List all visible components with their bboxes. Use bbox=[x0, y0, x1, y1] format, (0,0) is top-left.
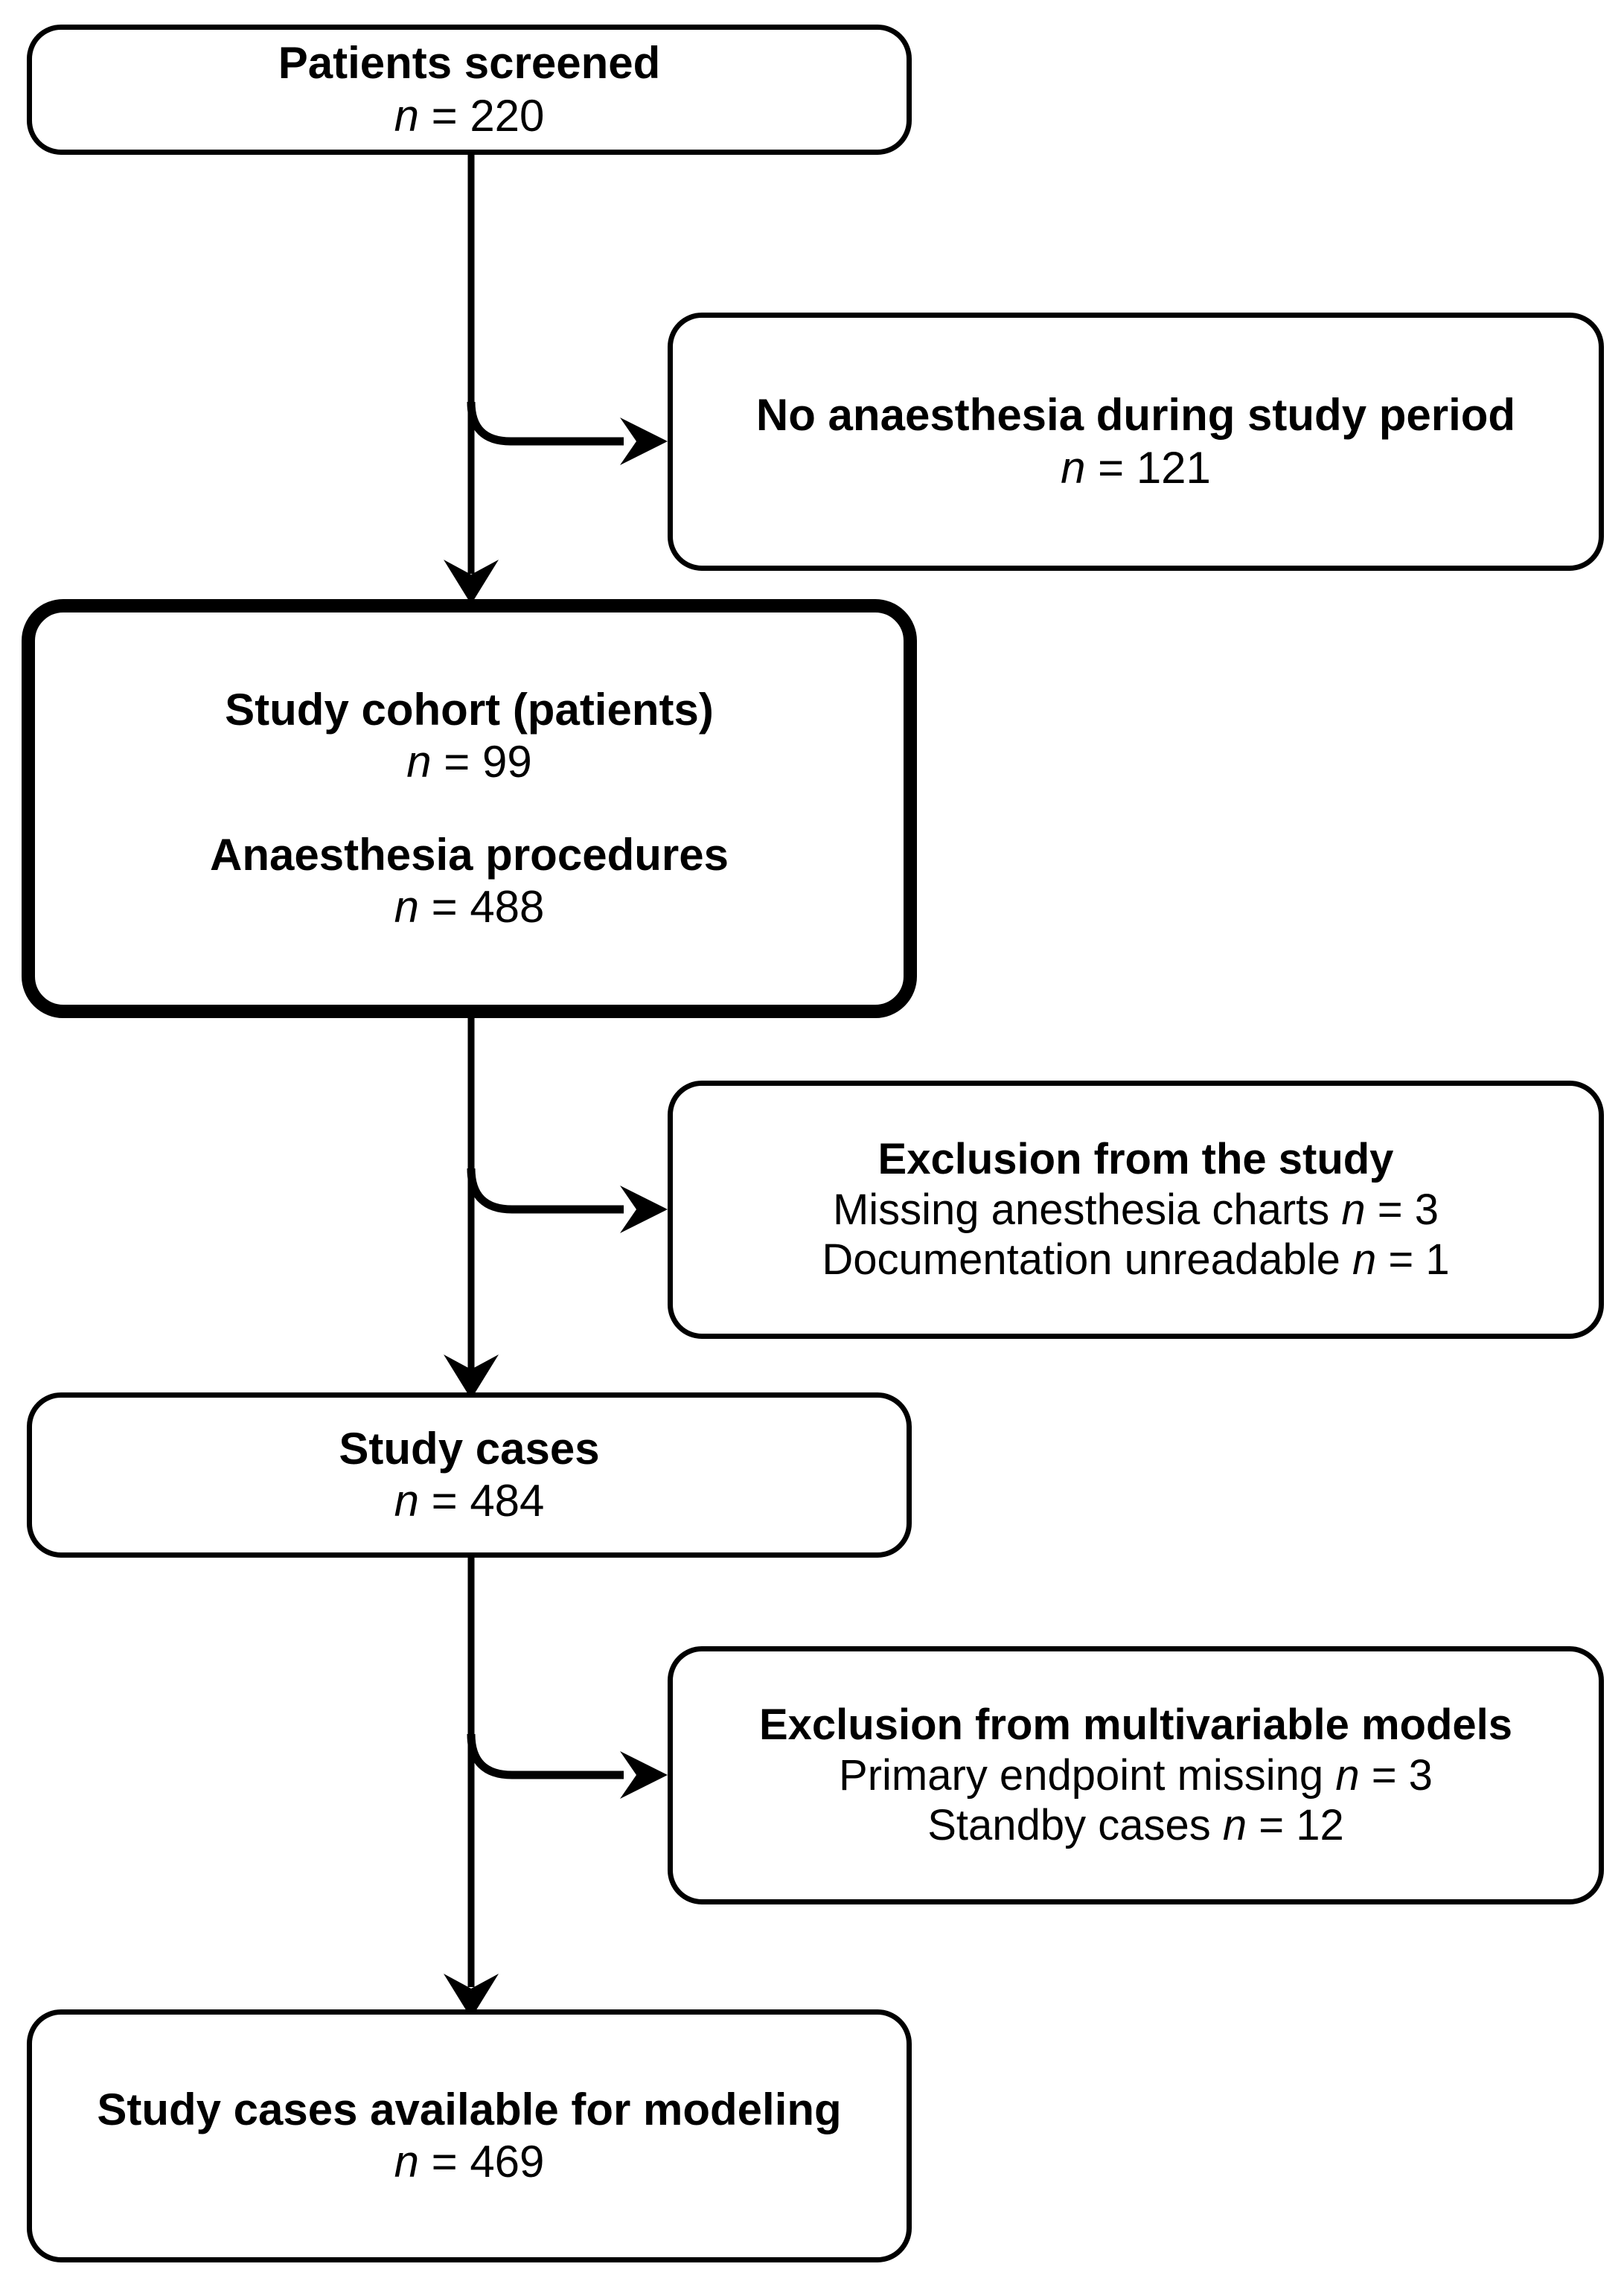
available-for-modeling-label: Study cases available for modeling bbox=[97, 2084, 842, 2134]
anaesthesia-procedures-value: = 488 bbox=[418, 881, 545, 932]
patients-screened-label: Patients screened bbox=[278, 38, 661, 89]
no-anaesthesia-value: = 121 bbox=[1085, 442, 1211, 493]
n-symbol: n bbox=[394, 1476, 419, 1526]
n-symbol: n bbox=[1222, 1801, 1247, 1850]
study-cohort-value: = 99 bbox=[431, 737, 532, 787]
n-symbol: n bbox=[1341, 1185, 1366, 1234]
study-cases-box[interactable]: Study cases n = 484 bbox=[27, 1392, 912, 1558]
exclusion-from-study-reason-1-value: = 3 bbox=[1365, 1185, 1439, 1234]
arrowhead-right-exclusion bbox=[620, 1186, 668, 1233]
exclusion-from-study-reason-1: Missing anesthesia charts n = 3 bbox=[673, 1185, 1599, 1235]
n-symbol: n bbox=[394, 90, 419, 141]
patients-screened-value: = 220 bbox=[418, 90, 545, 141]
exclusion-from-study-reason-2: Documentation unreadable n = 1 bbox=[673, 1235, 1599, 1285]
study-cases-count: n = 484 bbox=[32, 1475, 907, 1527]
no-anaesthesia-count: n = 121 bbox=[673, 442, 1599, 494]
study-cases-label: Study cases bbox=[339, 1423, 600, 1474]
n-symbol: n bbox=[1335, 1750, 1360, 1800]
exclusion-from-study-box[interactable]: Exclusion from the study Missing anesthe… bbox=[668, 1081, 1604, 1339]
arrowhead-right-no-anaesthesia bbox=[620, 418, 668, 465]
exclusion-from-multivariable-label: Exclusion from multivariable models bbox=[758, 1700, 1513, 1749]
arrowhead-right-exclusion-mv bbox=[620, 1751, 668, 1799]
study-cohort-label: Study cohort (patients) bbox=[225, 685, 714, 735]
exclusion-mv-reason-1-value: = 3 bbox=[1359, 1750, 1433, 1800]
study-cohort-spacer bbox=[35, 789, 904, 829]
exclusion-from-multivariable-models-box[interactable]: Exclusion from multivariable models Prim… bbox=[668, 1646, 1604, 1904]
n-symbol: n bbox=[406, 737, 432, 787]
n-symbol: n bbox=[1061, 442, 1086, 493]
n-symbol: n bbox=[394, 2137, 419, 2187]
available-for-modeling-value: = 469 bbox=[418, 2137, 545, 2187]
anaesthesia-procedures-count: n = 488 bbox=[35, 881, 904, 933]
arrowhead-down-cases bbox=[444, 1354, 499, 1399]
exclusion-from-study-reason-1-text: Missing anesthesia charts bbox=[832, 1185, 1330, 1234]
exclusion-from-multivariable-reason-1: Primary endpoint missing n = 3 bbox=[673, 1750, 1599, 1801]
study-cohort-box[interactable]: Study cohort (patients) n = 99 Anaesthes… bbox=[22, 599, 917, 1018]
n-symbol: n bbox=[1352, 1235, 1377, 1285]
exclusion-mv-reason-2-text: Standby cases bbox=[927, 1801, 1211, 1850]
patients-screened-box[interactable]: Patients screened n = 220 bbox=[27, 25, 912, 155]
exclusion-mv-reason-1-text: Primary endpoint missing bbox=[839, 1750, 1324, 1800]
edge-cases-to-exclusion-mv-line bbox=[467, 1733, 624, 1779]
anaesthesia-procedures-label: Anaesthesia procedures bbox=[210, 829, 729, 880]
exclusion-from-study-reason-2-value: = 1 bbox=[1376, 1235, 1450, 1285]
available-for-modeling-count: n = 469 bbox=[32, 2136, 907, 2188]
arrowhead-down-final bbox=[444, 1974, 499, 2018]
study-cases-value: = 484 bbox=[418, 1476, 545, 1526]
exclusion-from-study-label: Exclusion from the study bbox=[877, 1134, 1394, 1183]
arrowhead-down-cohort bbox=[444, 560, 499, 604]
exclusion-from-multivariable-reason-2: Standby cases n = 12 bbox=[673, 1800, 1599, 1851]
no-anaesthesia-box[interactable]: No anaesthesia during study period n = 1… bbox=[668, 313, 1604, 571]
n-symbol: n bbox=[394, 881, 419, 932]
exclusion-mv-reason-2-value: = 12 bbox=[1247, 1801, 1344, 1850]
edge-screened-to-no-anaesthesia-line bbox=[467, 401, 624, 446]
study-cohort-count: n = 99 bbox=[35, 736, 904, 788]
exclusion-from-study-reason-2-text: Documentation unreadable bbox=[822, 1235, 1340, 1285]
patients-screened-count: n = 220 bbox=[32, 90, 907, 142]
no-anaesthesia-label: No anaesthesia during study period bbox=[755, 390, 1516, 441]
edge-cohort-to-exclusion-line bbox=[467, 1168, 624, 1214]
study-cases-available-for-modeling-box[interactable]: Study cases available for modeling n = 4… bbox=[27, 2009, 912, 2262]
